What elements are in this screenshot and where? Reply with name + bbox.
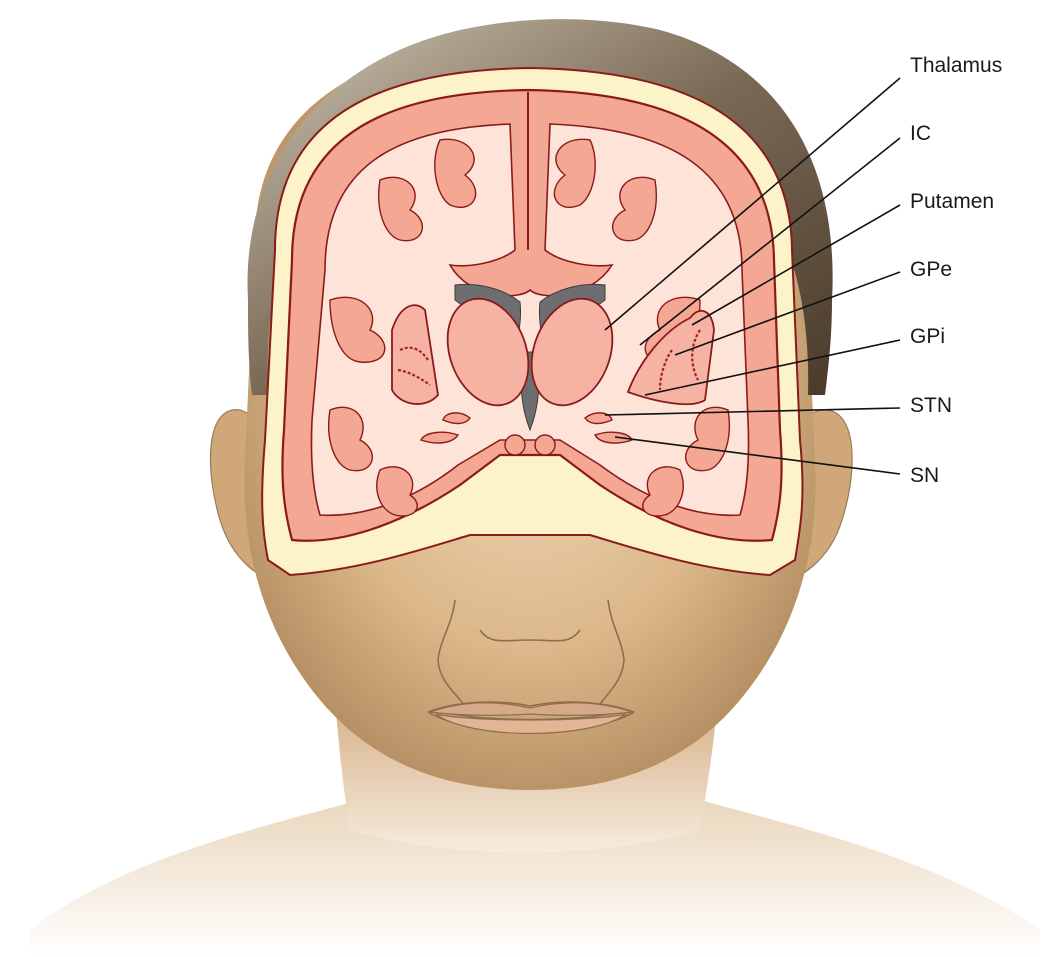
- label-gpe: GPe: [910, 258, 952, 281]
- label-sn: SN: [910, 464, 939, 487]
- label-stn: STN: [910, 394, 952, 417]
- label-putamen: Putamen: [910, 190, 994, 213]
- label-thalamus: Thalamus: [910, 54, 1002, 77]
- label-gpi: GPi: [910, 325, 945, 348]
- label-ic: IC: [910, 122, 931, 145]
